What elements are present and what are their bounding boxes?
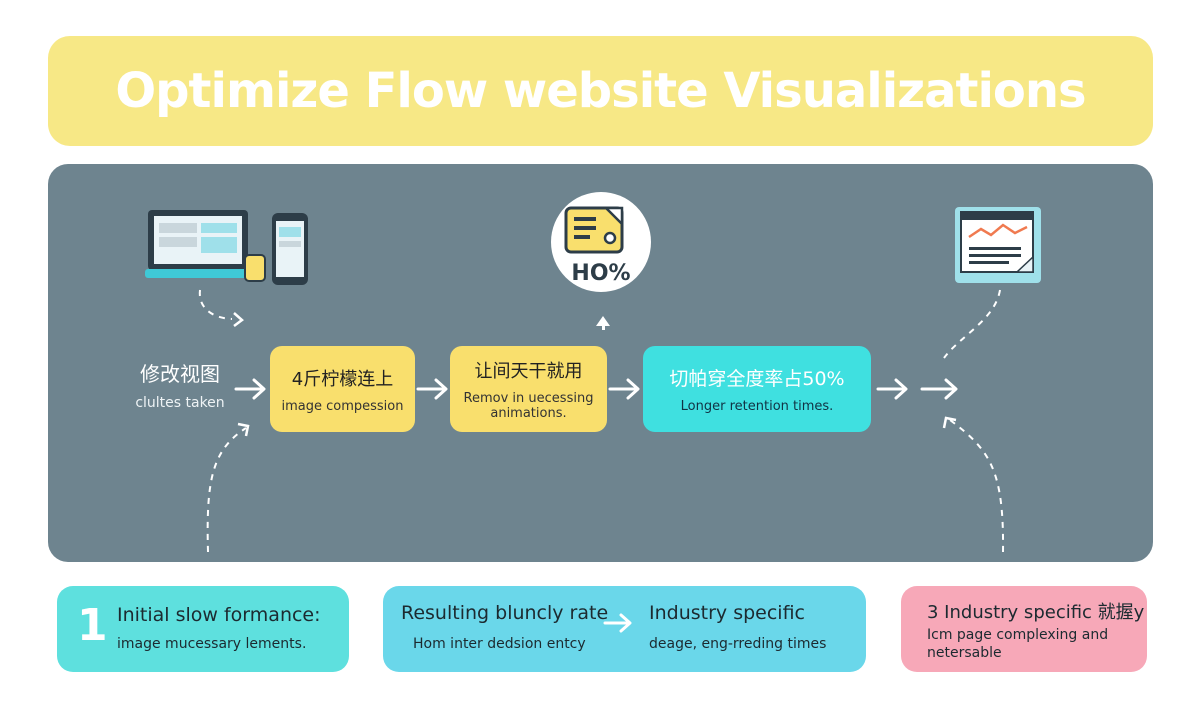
card-desc-left: Hom inter dedsion entcy (413, 636, 586, 652)
page-title: Optimize Flow website Visualizations (115, 63, 1086, 119)
report-icon-label: HO% (571, 261, 630, 286)
step-retention-result: 切帕穿全度率占50% Longer retention times. (643, 346, 871, 432)
card-title: Initial slow formance: (117, 604, 321, 626)
step-title: 切帕穿全度率占50% (669, 368, 845, 390)
arrow-right-icon (603, 613, 632, 633)
laptop-phone-icon (145, 210, 308, 285)
step-desc: image compession (281, 398, 404, 414)
card-title-right: Industry specific (649, 602, 805, 624)
title-banner: Optimize Flow website Visualizations (48, 36, 1153, 146)
card-number: 1 (77, 600, 108, 651)
line-chart-icon (955, 207, 1041, 283)
start-subtitle: clultes taken (135, 395, 225, 411)
step-desc: Remov in uecessing animations. (463, 391, 594, 421)
step-title: 4斤柠檬连上 (291, 368, 394, 390)
card-desc-right: deage, eng-rreding times (649, 636, 827, 652)
card-title-left: Resulting bluncly rate (401, 602, 609, 624)
card-initial-slow-performance: 1 Initial slow formance: image mucessary… (57, 586, 349, 672)
start-title: 修改视图 (140, 362, 220, 386)
step-remove-animations: 让间天干就用 Remov in uecessing animations. (450, 346, 607, 432)
card-desc: Icm page complexing and netersable (927, 627, 1109, 661)
card-resulting-rate: Resulting bluncly rate Hom inter dedsion… (383, 586, 866, 672)
card-title: 3 Industry specific 就握y (927, 602, 1145, 623)
card-industry-specific: 3 Industry specific 就握y Icm page complex… (901, 586, 1147, 672)
start-node: 修改视图 clultes taken (120, 358, 240, 411)
step-desc: Longer retention times. (680, 399, 834, 414)
card-desc: image mucessary lements. (117, 636, 307, 652)
step-image-compression: 4斤柠檬连上 image compession (270, 346, 415, 432)
step-title: 让间天干就用 (474, 361, 583, 382)
report-percent-icon: HO% (551, 192, 651, 292)
